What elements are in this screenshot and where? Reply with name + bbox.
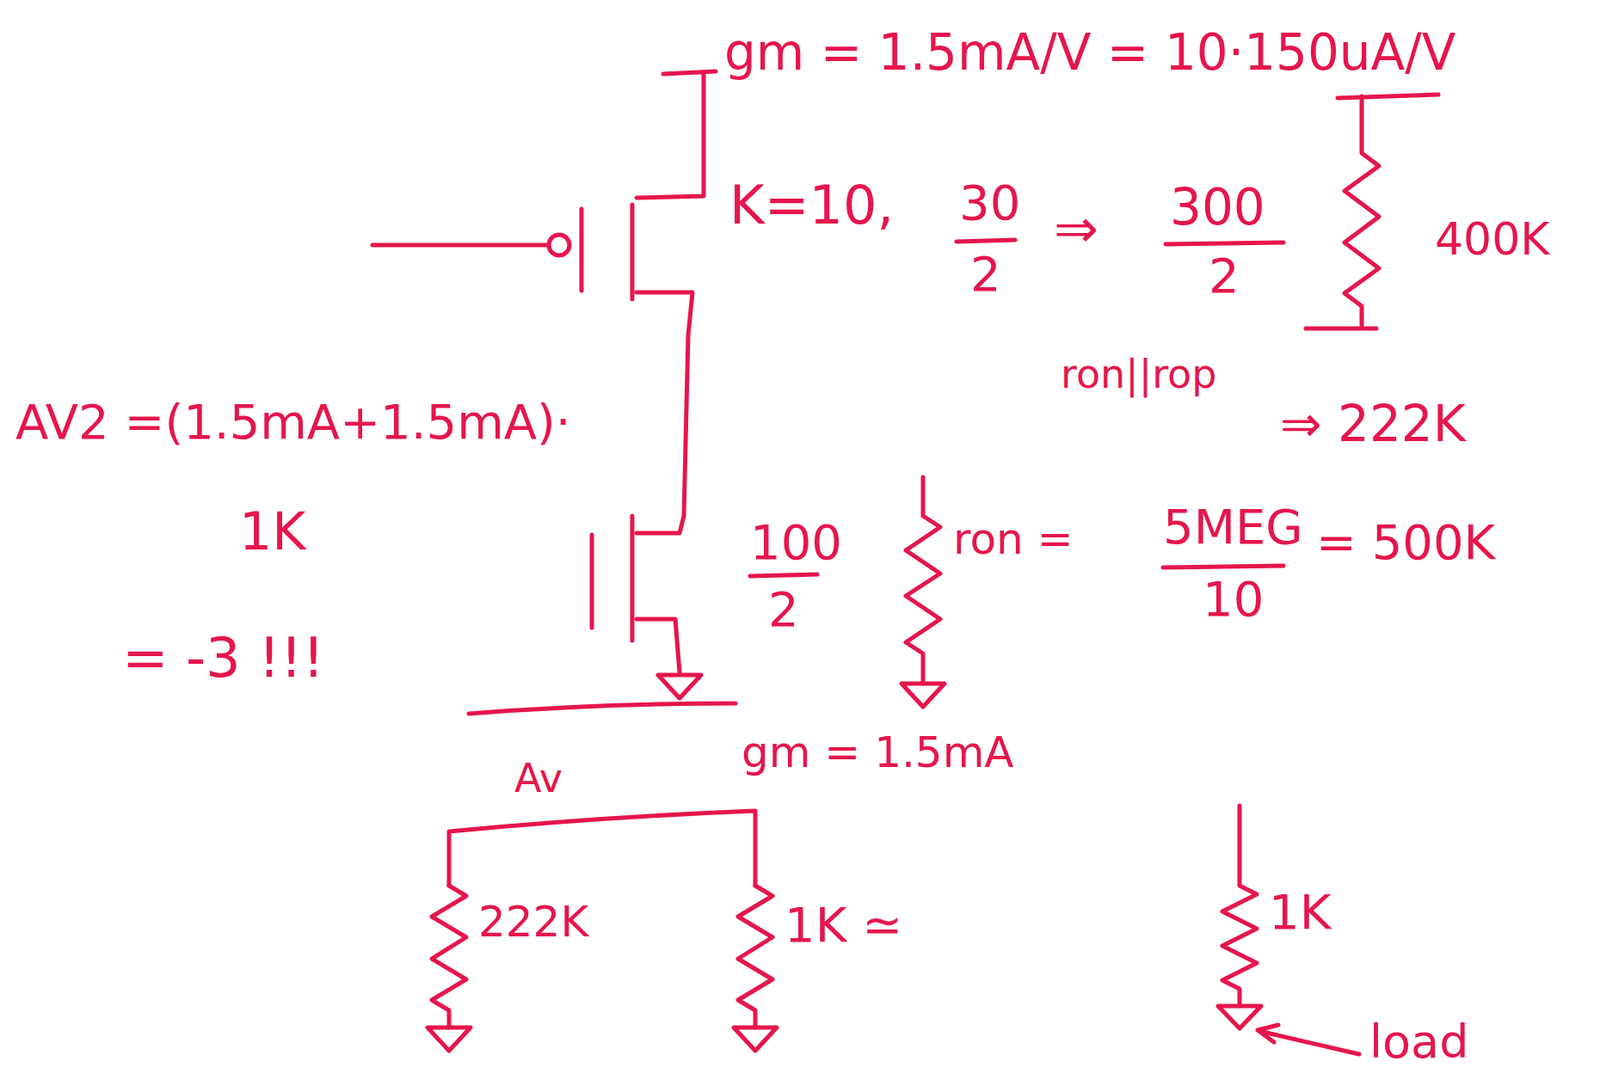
handwritten-label: 30 bbox=[959, 176, 1021, 230]
handwritten-label: 1K ≃ bbox=[784, 898, 903, 953]
ground-symbol bbox=[658, 675, 702, 699]
handwritten-label: gm = 1.5mA bbox=[741, 729, 1015, 777]
ground-symbol bbox=[733, 1027, 777, 1052]
leader-line bbox=[1262, 1032, 1360, 1055]
handwritten-label: gm = 1.5mA/V = 10·150uA/V bbox=[724, 25, 1457, 81]
handwritten-label: 10 bbox=[1202, 572, 1264, 627]
resistor-symbol bbox=[1305, 96, 1379, 329]
channel-line bbox=[630, 516, 635, 641]
fraction-bar bbox=[750, 574, 818, 577]
source-wire bbox=[636, 71, 716, 198]
handwritten-label: 2 bbox=[970, 247, 1002, 302]
handwritten-label: 1K bbox=[1268, 886, 1331, 940]
channel-line bbox=[630, 204, 635, 300]
source-wire bbox=[636, 619, 680, 673]
handwritten-label: = -3 !!! bbox=[122, 627, 325, 689]
handwritten-label: Av bbox=[514, 756, 563, 801]
resistor-symbol bbox=[431, 886, 467, 1028]
handwritten-label: 300 bbox=[1169, 180, 1266, 236]
drain-wire bbox=[636, 292, 693, 534]
handwritten-label: ron = bbox=[953, 516, 1074, 564]
ground-symbol bbox=[901, 683, 945, 708]
resistor-bar bbox=[1337, 94, 1439, 99]
resistor-symbol bbox=[738, 886, 773, 1028]
fraction-bar bbox=[1165, 242, 1284, 245]
fraction-bar bbox=[956, 240, 1016, 242]
parallel-wire bbox=[449, 811, 756, 887]
handwritten-label: ⇒ 222K bbox=[1280, 397, 1466, 453]
arrow-head bbox=[1257, 1025, 1279, 1043]
gate-plate bbox=[590, 535, 595, 628]
inverting-bubble bbox=[548, 234, 570, 256]
handwritten-label: K=10, bbox=[729, 176, 894, 235]
handwritten-label: 5MEG bbox=[1163, 500, 1304, 554]
ground-symbol bbox=[1218, 1006, 1262, 1029]
output-line bbox=[468, 703, 736, 714]
handwritten-label: 2 bbox=[1208, 249, 1240, 303]
gate-input-wire bbox=[372, 243, 548, 248]
handwritten-label: 222K bbox=[478, 898, 589, 947]
fraction-bar bbox=[1163, 566, 1284, 568]
handwritten-label: load bbox=[1369, 1016, 1469, 1068]
handwritten-label: 400K bbox=[1434, 215, 1550, 265]
handwritten-label: 2 bbox=[768, 583, 800, 637]
handwritten-label: ⇒ bbox=[1053, 199, 1099, 259]
handwritten-label: = 500K bbox=[1316, 516, 1496, 570]
gate-plate bbox=[579, 209, 585, 291]
ground-symbol bbox=[427, 1027, 471, 1052]
handwritten-label: ron||rop bbox=[1060, 352, 1217, 397]
handwritten-label: AV2 =(1.5mA+1.5mA)· bbox=[15, 395, 572, 450]
handwritten-label: 1K bbox=[239, 503, 307, 560]
resistor-symbol bbox=[1222, 806, 1257, 1007]
handwritten-label: 100 bbox=[750, 516, 843, 570]
resistor-symbol bbox=[905, 477, 941, 684]
